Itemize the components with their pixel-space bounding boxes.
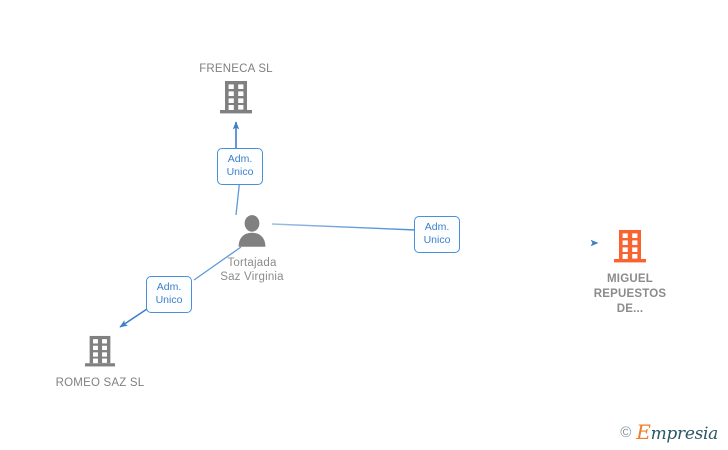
node-miguel-repuestos[interactable]: MIGUEL REPUESTOS DE... bbox=[570, 228, 690, 317]
relation-chip-miguel[interactable]: Adm. Unico bbox=[414, 216, 460, 253]
node-miguel-repuestos-label: MIGUEL REPUESTOS DE... bbox=[593, 273, 667, 315]
building-icon bbox=[570, 228, 690, 269]
empresia-logo-initial: E bbox=[636, 420, 651, 444]
node-romeo-saz-label: ROMEO SAZ SL bbox=[55, 377, 145, 389]
node-romeo-saz[interactable]: ROMEO SAZ SL bbox=[40, 334, 160, 390]
copyright-icon: © bbox=[620, 424, 632, 441]
edge-person-miguel bbox=[271, 223, 599, 247]
person-icon bbox=[192, 214, 312, 253]
empresia-watermark: © Empresia bbox=[620, 422, 718, 443]
empresia-logo-rest: mpresia bbox=[650, 424, 719, 444]
empresia-logo-text: Empresia bbox=[636, 422, 718, 443]
relation-chip-romeo[interactable]: Adm. Unico bbox=[146, 276, 192, 313]
edge-person-romeo bbox=[119, 246, 242, 328]
node-person[interactable]: Tortajada Saz Virginia bbox=[192, 214, 312, 284]
node-freneca-label: FRENECA SL bbox=[199, 63, 273, 75]
building-icon bbox=[176, 79, 296, 120]
node-freneca[interactable]: FRENECA SL bbox=[176, 62, 296, 120]
relation-chip-freneca[interactable]: Adm. Unico bbox=[217, 148, 263, 185]
building-icon bbox=[40, 334, 160, 373]
node-person-label: Tortajada Saz Virginia bbox=[220, 257, 284, 283]
